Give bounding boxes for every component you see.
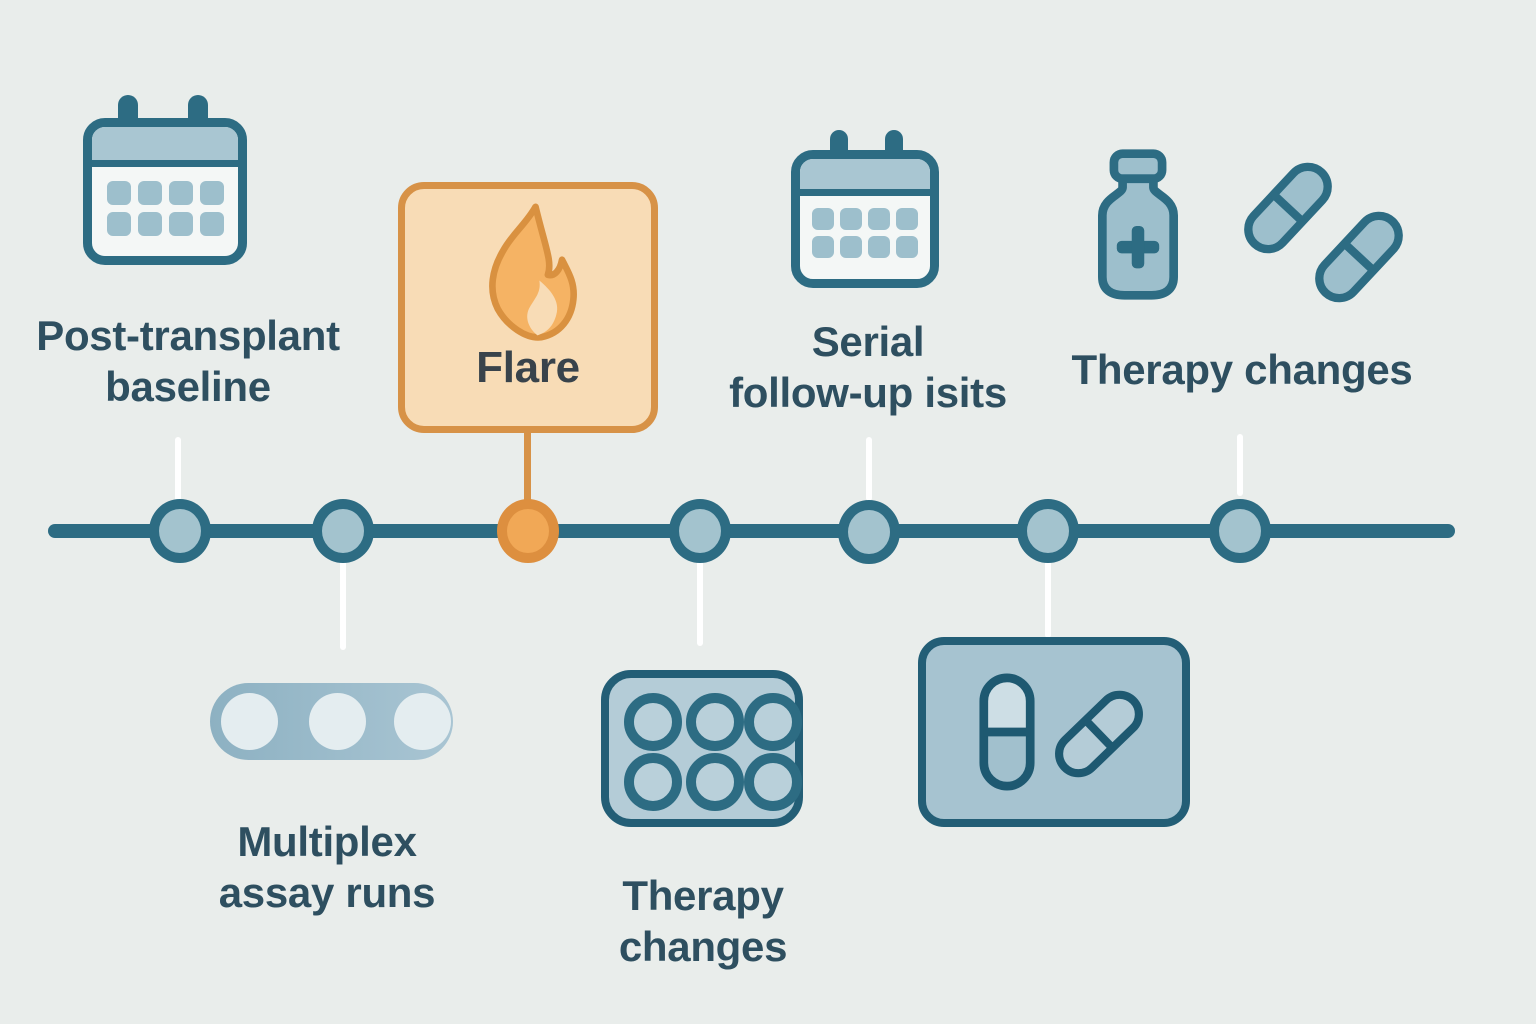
calendar-day-grid xyxy=(800,208,930,258)
label-line: assay runs xyxy=(218,869,436,916)
timeline-node-1 xyxy=(149,499,211,563)
connector-baseline xyxy=(175,437,181,501)
pill-bottle-icon xyxy=(1098,149,1178,300)
assay-well xyxy=(309,693,366,750)
label-serial-follow-up: Serial follow-up isits xyxy=(658,316,1078,418)
calendar-day-dot xyxy=(840,236,862,258)
calendar-icon xyxy=(83,95,247,265)
calendar-day-dot xyxy=(137,181,162,205)
timeline-node-7 xyxy=(1209,499,1271,563)
label-line: follow-up isits xyxy=(729,369,1007,416)
flame-icon xyxy=(489,203,577,341)
blister-cell xyxy=(686,753,744,811)
calendar-day-dot xyxy=(106,212,131,236)
flare-callout: Flare xyxy=(398,182,658,433)
assay-well xyxy=(394,693,451,750)
blister-pack-icon xyxy=(601,670,803,827)
blister-cell xyxy=(686,693,744,751)
flare-connector xyxy=(524,428,531,510)
calendar-day-dot xyxy=(199,181,224,205)
blister-cell xyxy=(624,693,682,751)
pill-card-icon xyxy=(918,637,1190,827)
label-line: changes xyxy=(618,923,788,970)
connector-serial xyxy=(866,437,872,501)
calendar-header xyxy=(800,159,930,196)
calendar-day-grid xyxy=(92,181,238,236)
connector-therapy-top xyxy=(1237,434,1243,496)
capsule-icon xyxy=(1055,690,1143,778)
calendar-day-dot xyxy=(868,236,890,258)
calendar-day-dot xyxy=(868,208,890,230)
timeline-node-5 xyxy=(838,500,900,564)
assay-strip-icon xyxy=(210,683,453,760)
calendar-day-dot xyxy=(812,208,834,230)
timeline-node-flare xyxy=(497,499,559,563)
assay-well xyxy=(221,693,278,750)
calendar-day-dot xyxy=(168,212,193,236)
blister-cell xyxy=(744,753,802,811)
calendar-body xyxy=(83,118,247,265)
calendar-day-dot xyxy=(168,181,193,205)
calendar-day-dot xyxy=(840,208,862,230)
label-line: Serial xyxy=(811,318,925,365)
label-line: Therapy xyxy=(622,872,784,919)
connector-pill-card xyxy=(1045,560,1051,638)
label-line: Multiplex xyxy=(237,818,417,865)
calendar-day-dot xyxy=(137,212,162,236)
blister-cell xyxy=(624,753,682,811)
timeline-node-6 xyxy=(1017,499,1079,563)
label-line: Post-transplant xyxy=(36,312,340,359)
capsule-icon xyxy=(1244,162,1332,254)
label-line: Therapy changes xyxy=(1071,346,1413,393)
calendar-day-dot xyxy=(896,208,918,230)
blister-cell xyxy=(744,693,802,751)
label-multiplex-assay-runs: Multiplex assay runs xyxy=(117,816,537,918)
calendar-day-dot xyxy=(896,236,918,258)
label-post-transplant-baseline: Post-transplant baseline xyxy=(0,310,398,412)
label-flare: Flare xyxy=(476,343,580,392)
connector-multiplex xyxy=(340,560,346,650)
calendar-day-dot xyxy=(106,181,131,205)
timeline-node-4 xyxy=(669,499,731,563)
calendar-header xyxy=(92,127,238,167)
calendar-day-dot xyxy=(199,212,224,236)
calendar-body xyxy=(791,150,939,288)
connector-therapy-bottom xyxy=(697,560,703,646)
capsule-icon xyxy=(979,673,1035,791)
calendar-day-dot xyxy=(812,236,834,258)
capsule-icon xyxy=(1315,211,1403,303)
timeline-node-2 xyxy=(312,499,374,563)
label-line: baseline xyxy=(105,363,271,410)
timeline-line xyxy=(48,524,1455,538)
label-therapy-changes-bottom: Therapy changes xyxy=(493,870,913,972)
calendar-icon xyxy=(791,130,939,288)
label-therapy-changes-top: Therapy changes xyxy=(1032,344,1452,395)
